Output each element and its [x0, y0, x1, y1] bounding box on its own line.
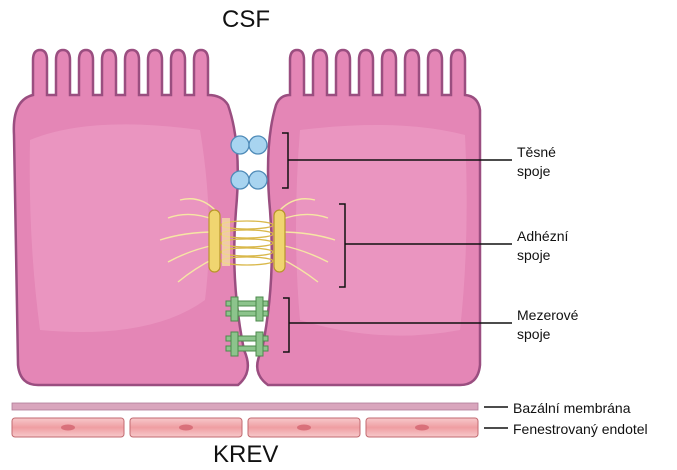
tight-junction-label-2: spoje	[517, 162, 550, 180]
adherens-junction-label-1: Adhézní	[517, 227, 568, 245]
tight-junction-label-1: Těsné	[517, 143, 556, 161]
endothelial-nucleus	[61, 425, 75, 431]
basal-membrane-label: Bazální membrána	[513, 399, 631, 417]
endothelium-cells	[12, 418, 478, 437]
tight-junction-sphere	[249, 171, 267, 189]
gap-junction-label-2: spoje	[517, 325, 550, 343]
endothelium-label: Fenestrovaný endotel	[513, 420, 648, 438]
krev-label: KREV	[213, 441, 278, 469]
basal-membrane-strip	[12, 403, 478, 410]
tight-junction-sphere	[249, 136, 267, 154]
gap-junction-label-1: Mezerové	[517, 306, 578, 324]
tight-junction-sphere	[231, 171, 249, 189]
right-cell-highlight	[296, 125, 467, 336]
adherens-plaque-right	[274, 210, 285, 272]
adherens-junction-label-2: spoje	[517, 246, 550, 264]
tight-junction-sphere	[231, 136, 249, 154]
endothelial-nucleus	[179, 425, 193, 431]
left-cell-highlight	[30, 124, 209, 332]
csf-label: CSF	[222, 6, 270, 34]
endothelial-nucleus	[415, 425, 429, 431]
adherens-plaque-left	[209, 210, 220, 272]
endothelial-nucleus	[297, 425, 311, 431]
